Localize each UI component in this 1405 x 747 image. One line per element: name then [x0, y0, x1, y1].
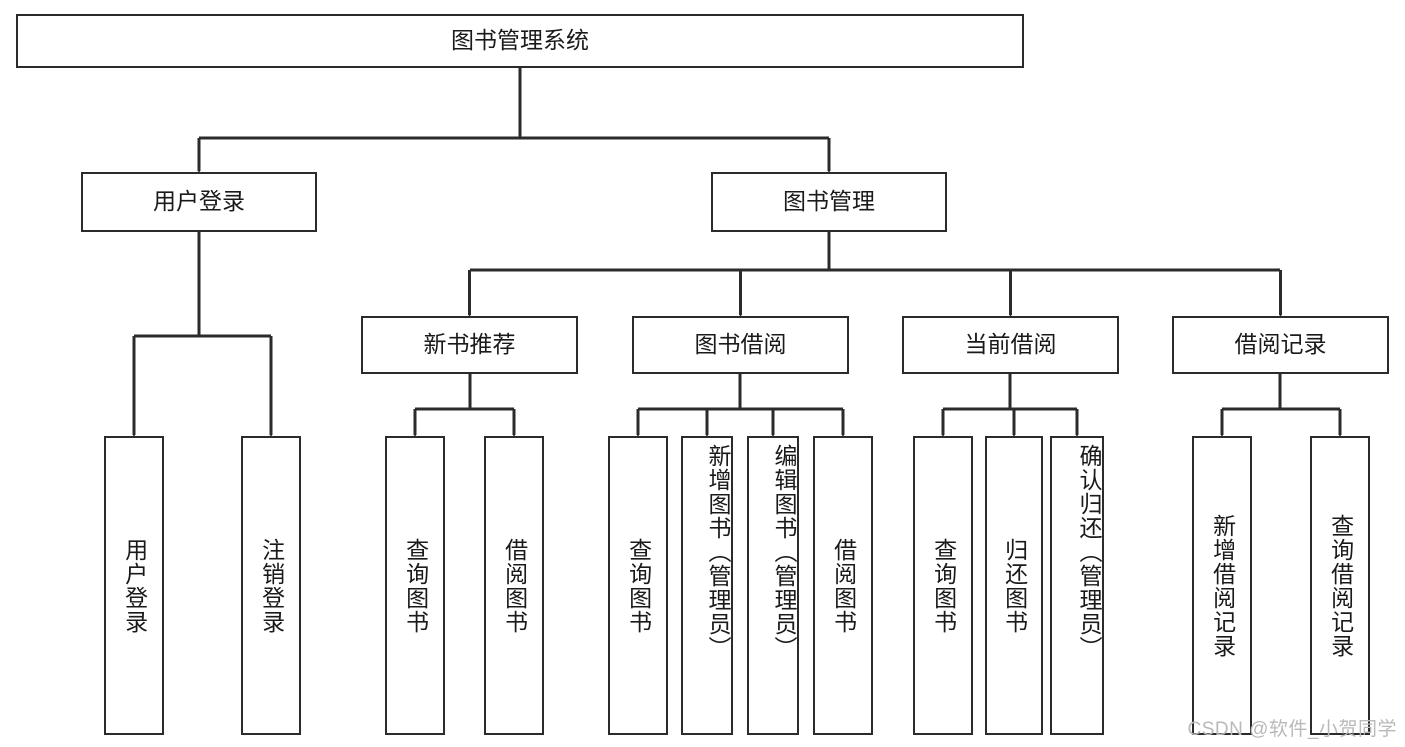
node-label: 查询图书: [402, 537, 429, 634]
node-label: 查询借阅记录: [1327, 513, 1354, 658]
node-leaf-query-book-2[interactable]: 查询图书: [608, 436, 668, 735]
node-leaf-logout[interactable]: 注销登录: [241, 436, 301, 735]
node-leaf-borrow-book-1[interactable]: 借阅图书: [484, 436, 544, 735]
node-book-manage[interactable]: 图书管理: [711, 172, 947, 232]
node-leaf-return-book[interactable]: 归还图书: [985, 436, 1043, 735]
node-leaf-add-book[interactable]: 新增图书（管理员）: [681, 436, 733, 735]
node-label: 用户登录: [121, 537, 148, 634]
node-label: 新书推荐: [423, 331, 516, 358]
node-label: 图书借阅: [694, 331, 787, 358]
node-label: 注销登录: [258, 537, 285, 634]
node-user-login[interactable]: 用户登录: [81, 172, 317, 232]
node-label: 确认归还（管理员）: [1076, 444, 1102, 660]
node-leaf-user-login[interactable]: 用户登录: [104, 436, 164, 735]
node-label: 借阅图书: [501, 537, 528, 634]
node-label: 图书管理系统: [451, 27, 589, 54]
node-label: 借阅图书: [830, 537, 857, 634]
node-label: 用户登录: [153, 188, 245, 215]
node-leaf-query-book-3[interactable]: 查询图书: [913, 436, 973, 735]
node-label: 借阅记录: [1234, 331, 1327, 358]
node-leaf-borrow-book-2[interactable]: 借阅图书: [813, 436, 873, 735]
node-new-book-rec[interactable]: 新书推荐: [361, 316, 578, 374]
node-label: 当前借阅: [964, 331, 1057, 358]
node-leaf-query-record[interactable]: 查询借阅记录: [1310, 436, 1370, 735]
node-label: 归还图书: [1001, 537, 1028, 634]
node-leaf-edit-book[interactable]: 编辑图书（管理员）: [747, 436, 799, 735]
node-label: 新增图书（管理员）: [705, 444, 731, 660]
node-label: 查询图书: [625, 537, 652, 634]
node-leaf-query-book-1[interactable]: 查询图书: [385, 436, 445, 735]
node-label: 图书管理: [783, 188, 875, 215]
node-leaf-add-record[interactable]: 新增借阅记录: [1192, 436, 1252, 735]
node-label: 新增借阅记录: [1209, 513, 1236, 658]
node-book-borrow[interactable]: 图书借阅: [632, 316, 849, 374]
node-leaf-confirm-return[interactable]: 确认归还（管理员）: [1050, 436, 1104, 735]
node-root[interactable]: 图书管理系统: [16, 14, 1024, 68]
node-borrow-record[interactable]: 借阅记录: [1172, 316, 1389, 374]
node-label: 编辑图书（管理员）: [771, 444, 797, 660]
node-current-borrow[interactable]: 当前借阅: [902, 316, 1119, 374]
node-label: 查询图书: [930, 537, 957, 634]
csdn-watermark: CSDN @软件_小贺同学: [1187, 719, 1397, 740]
